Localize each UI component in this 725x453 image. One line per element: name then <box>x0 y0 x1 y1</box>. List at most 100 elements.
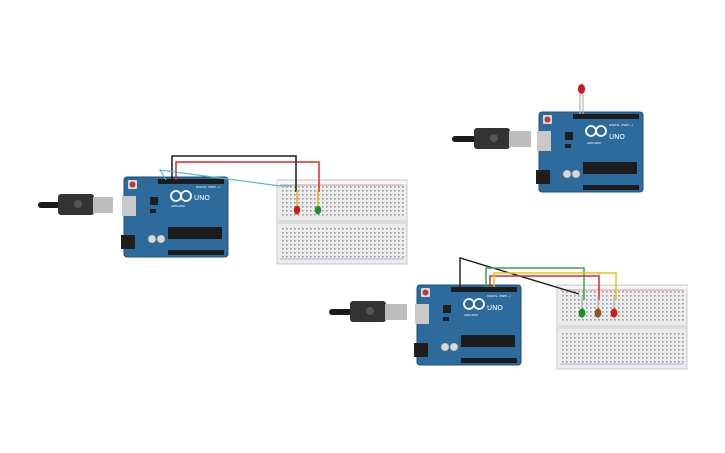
breadboard-hole <box>286 202 288 204</box>
breadboard-hole <box>326 236 328 238</box>
circuit-3[interactable]: UNO ARDUINO DIGITAL (PWM ~) <box>329 257 688 370</box>
breadboard-hole <box>282 198 284 200</box>
wire-green-3[interactable] <box>485 267 585 300</box>
breadboard-hole <box>646 361 648 363</box>
usb-cable-3[interactable] <box>329 301 407 322</box>
breadboard-hole <box>306 228 308 230</box>
led-red-1[interactable] <box>293 190 301 215</box>
breadboard-hole <box>282 232 284 234</box>
arduino-board-2[interactable]: UNO ARDUINO DIGITAL (PWM ~) <box>535 111 644 193</box>
wire-yellow-3[interactable] <box>493 272 617 300</box>
breadboard-hole <box>562 291 564 293</box>
breadboard-hole <box>670 307 672 309</box>
breadboard-hole <box>354 186 356 188</box>
breadboard-hole <box>646 303 648 305</box>
breadboard-hole <box>586 319 588 321</box>
breadboard-hole <box>562 361 564 363</box>
breadboard-hole <box>630 345 632 347</box>
led-brown-3[interactable] <box>594 296 602 318</box>
breadboard-hole <box>402 256 404 258</box>
breadboard-hole <box>286 256 288 258</box>
wire-black-1[interactable] <box>171 155 297 192</box>
breadboard-hole <box>670 345 672 347</box>
breadboard-hole <box>642 333 644 335</box>
breadboard-hole <box>290 202 292 204</box>
circuit-2[interactable]: UNO ARDUINO DIGITAL (PWM ~) <box>452 84 644 193</box>
breadboard-hole <box>402 186 404 188</box>
breadboard-hole <box>294 186 296 188</box>
breadboard-hole <box>382 198 384 200</box>
led-red-3[interactable] <box>610 296 618 318</box>
breadboard-hole <box>658 319 660 321</box>
arduino-board-1[interactable]: UNO ARDUINO DIGITAL (PWM ~) <box>120 176 229 258</box>
breadboard-hole <box>382 206 384 208</box>
usb-cable-1[interactable] <box>38 194 113 215</box>
breadboard-hole <box>634 353 636 355</box>
breadboard-hole <box>642 353 644 355</box>
breadboard-hole <box>594 299 596 301</box>
breadboard-hole <box>318 244 320 246</box>
breadboard-hole <box>382 236 384 238</box>
arduino-board-3[interactable]: UNO ARDUINO DIGITAL (PWM ~) <box>413 284 522 366</box>
breadboard-hole <box>286 232 288 234</box>
breadboard-hole <box>354 228 356 230</box>
breadboard-hole <box>338 252 340 254</box>
breadboard-hole <box>658 291 660 293</box>
breadboard-hole <box>322 214 324 216</box>
breadboard-hole <box>658 295 660 297</box>
breadboard-hole <box>662 361 664 363</box>
breadboard-2[interactable] <box>556 284 688 370</box>
breadboard-hole <box>574 307 576 309</box>
breadboard-hole <box>306 206 308 208</box>
breadboard-hole <box>602 315 604 317</box>
breadboard-hole <box>338 186 340 188</box>
breadboard-hole <box>366 210 368 212</box>
breadboard-hole <box>590 311 592 313</box>
breadboard-hole <box>682 291 684 293</box>
breadboard-hole <box>622 319 624 321</box>
breadboard-hole <box>398 248 400 250</box>
breadboard-hole <box>326 214 328 216</box>
breadboard-hole <box>394 194 396 196</box>
breadboard-hole <box>366 248 368 250</box>
breadboard-hole <box>606 303 608 305</box>
wire-red-1[interactable] <box>175 161 320 192</box>
breadboard-hole <box>374 256 376 258</box>
breadboard-hole <box>322 240 324 242</box>
breadboard-hole <box>634 291 636 293</box>
breadboard-hole <box>574 357 576 359</box>
breadboard-hole <box>638 291 640 293</box>
breadboard-hole <box>358 214 360 216</box>
breadboard-hole <box>622 307 624 309</box>
breadboard-hole <box>570 303 572 305</box>
breadboard-hole <box>654 357 656 359</box>
led-green-3[interactable] <box>578 296 586 318</box>
breadboard-hole <box>602 349 604 351</box>
breadboard-hole <box>614 295 616 297</box>
breadboard-hole <box>386 248 388 250</box>
breadboard-hole <box>390 256 392 258</box>
breadboard-hole <box>334 198 336 200</box>
breadboard-hole <box>302 202 304 204</box>
breadboard-hole <box>318 248 320 250</box>
breadboard-hole <box>330 194 332 196</box>
breadboard-hole <box>346 240 348 242</box>
breadboard-hole <box>294 202 296 204</box>
breadboard-hole <box>306 240 308 242</box>
breadboard-hole <box>310 198 312 200</box>
wire-red-3[interactable] <box>489 275 600 300</box>
breadboard-hole <box>618 341 620 343</box>
circuit-1[interactable]: UNO ARDUINO DIGITAL (PWM ~) <box>38 155 408 265</box>
breadboard-hole <box>618 361 620 363</box>
led-green-1[interactable] <box>314 190 322 215</box>
breadboard-hole <box>586 299 588 301</box>
led-red-2[interactable] <box>577 84 586 114</box>
breadboard-hole <box>354 236 356 238</box>
usb-cable-2[interactable] <box>452 128 531 149</box>
wire-cyan-1[interactable] <box>158 169 292 187</box>
breadboard-1[interactable] <box>276 179 408 265</box>
wire-black-3[interactable] <box>459 257 580 295</box>
breadboard-hole <box>650 349 652 351</box>
breadboard-hole <box>642 319 644 321</box>
